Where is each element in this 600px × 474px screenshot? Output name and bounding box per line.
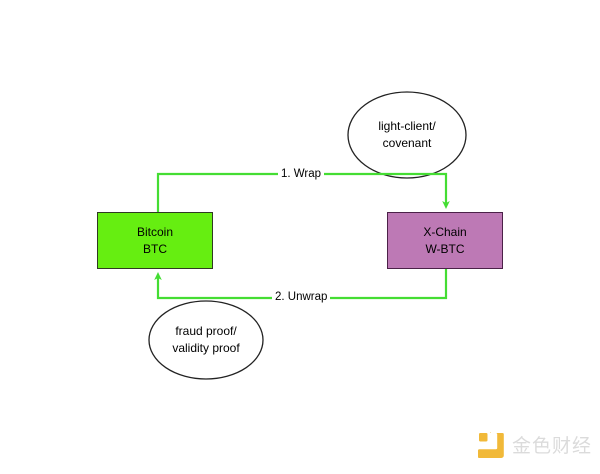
node-xchain-line1: X-Chain [423, 224, 467, 239]
ellipse-light-client [347, 91, 467, 179]
node-xchain-line2: W-BTC [425, 241, 465, 256]
watermark-text: 金色财经 [512, 434, 593, 457]
edge-label-wrap: 1. Wrap [278, 167, 325, 181]
jinse-logo-glyph [478, 431, 504, 458]
node-bitcoin[interactable]: Bitcoin BTC [97, 212, 213, 269]
watermark: 金色财经 [478, 431, 593, 459]
node-xchain[interactable]: X-Chain W-BTC [387, 212, 503, 269]
node-bitcoin-line2: BTC [143, 241, 167, 256]
ellipse-fraud-proof [148, 300, 264, 380]
node-bitcoin-line1: Bitcoin [136, 224, 174, 239]
edge-label-unwrap: 2. Unwrap [272, 290, 331, 304]
jinse-logo-icon [478, 431, 505, 459]
